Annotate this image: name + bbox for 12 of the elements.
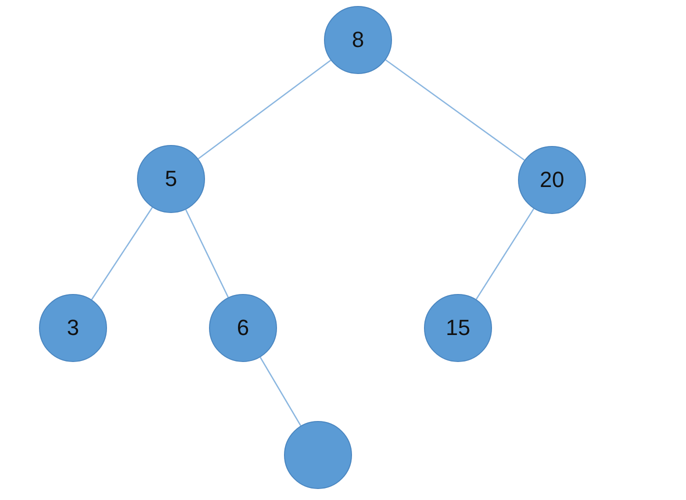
connector-line: [476, 208, 534, 300]
connector-line: [385, 59, 525, 161]
node-value: 3: [66, 315, 80, 341]
node-value: 8: [352, 27, 364, 53]
connector-line: [198, 60, 332, 160]
node-value: 15: [446, 315, 470, 341]
connector-line: [91, 207, 153, 300]
connector-line: [185, 209, 229, 298]
connector-line: [260, 356, 302, 426]
node-value: 6: [236, 315, 250, 341]
node-value: 20: [540, 167, 564, 193]
node-value: 5: [164, 166, 178, 192]
